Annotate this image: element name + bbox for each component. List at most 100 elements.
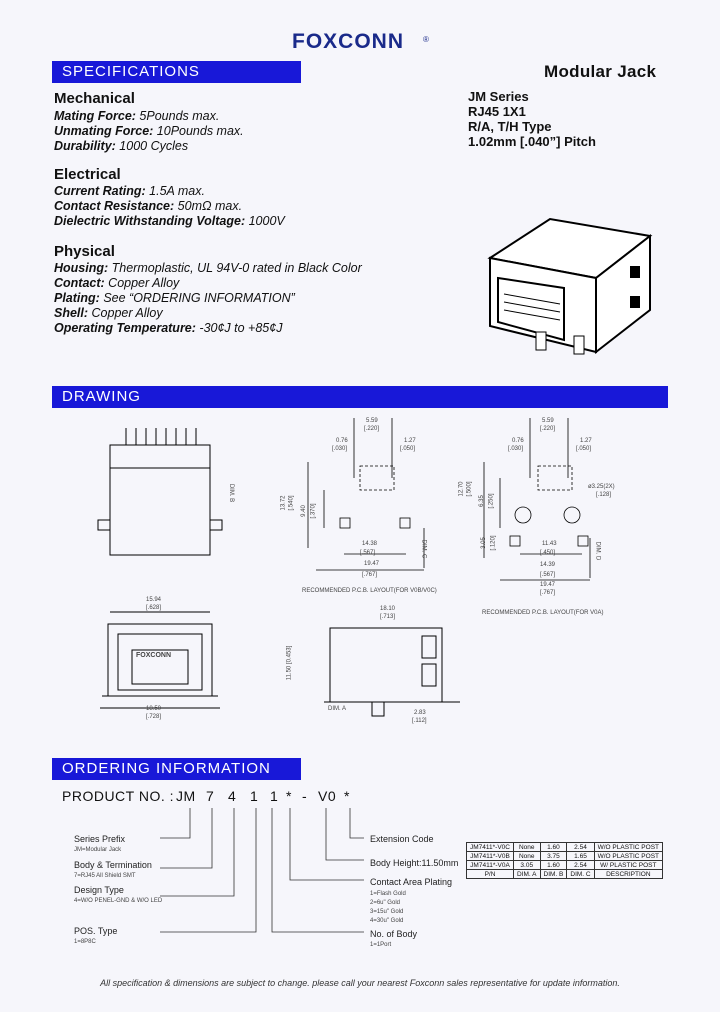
dim-va-030: [.030]	[508, 446, 524, 452]
product-series: JM Series	[468, 89, 529, 104]
side-view-drawing	[97, 428, 223, 556]
dim-va-19-47: 19.47	[540, 582, 556, 588]
dim-b-label: DIM. B	[228, 483, 235, 503]
no-of-body-sub: 1=1Port	[370, 942, 392, 948]
spec-durability: Durability: 1000 Cycles	[54, 139, 189, 153]
dim-2-83: 2.83	[414, 710, 426, 716]
table-cell: 2.54	[566, 842, 595, 852]
dim-va-1-27: 1.27	[580, 438, 592, 444]
series-prefix: Series Prefix	[74, 834, 126, 844]
dim-14-38: 14.38	[362, 541, 378, 547]
body-height: Body Height:11.50mm	[370, 858, 459, 868]
dim-3-25: ø3.25(2X)	[588, 484, 615, 490]
table-header-row: P/N DIM. A DIM. B DIM. C DESCRIPTION	[466, 869, 664, 879]
table-row: JM7411*-V0A 3.05 1.60 2.54 W/ PLASTIC PO…	[466, 860, 664, 870]
side-profile-drawing	[324, 627, 460, 717]
spec-plating: Plating: See “ORDERING INFORMATION”	[54, 291, 295, 305]
table-cell: 2.54	[566, 860, 595, 870]
plating-opt-1: 1=Flash Gold	[370, 891, 406, 897]
table-header: DIM. C	[566, 869, 595, 879]
pos-type: POS. Type	[74, 926, 118, 936]
pn-part-height: V0	[318, 788, 337, 804]
table-cell: W/O PLASTIC POST	[593, 842, 664, 852]
physical-heading: Physical	[54, 243, 115, 260]
table-cell: None	[512, 842, 541, 852]
ordering-leader-lines	[160, 808, 364, 933]
footer-disclaimer: All specification & dimensions are subje…	[100, 978, 620, 988]
dim-120: [.120]	[490, 535, 497, 551]
pn-part-plating: *	[286, 788, 292, 804]
dim-767: [.767]	[362, 572, 378, 578]
spec-contact-resistance: Contact Resistance: 50mΩ max.	[54, 199, 243, 213]
pn-part-pos: 1	[250, 788, 259, 804]
pos-type-sub: 1=8P8C	[74, 939, 96, 945]
front-logo: FOXCONN	[136, 652, 171, 659]
drawing-bar: DRAWING	[52, 386, 668, 408]
spec-operating-temp: Operating Temperature: -30¢J to +85¢J	[54, 321, 283, 335]
dim-128: [.128]	[596, 492, 612, 498]
spec-shell: Shell: Copper Alloy	[54, 306, 163, 320]
dim-450: [.450]	[540, 550, 556, 556]
product-title: Modular Jack	[544, 62, 657, 81]
spec-contact: Contact: Copper Alloy	[54, 276, 180, 290]
dim-220: [.220]	[364, 426, 380, 432]
spec-housing: Housing: Thermoplastic, UL 94V-0 rated i…	[54, 261, 362, 275]
table-header: DESCRIPTION	[593, 869, 664, 879]
dim-va-567: [.567]	[540, 572, 556, 578]
table-row: JM7411*-V0B None 3.75 1.65 W/O PLASTIC P…	[466, 851, 664, 861]
dim-1-27: 1.27	[404, 438, 416, 444]
dim-112: [.112]	[412, 718, 427, 724]
dim-va-767: [.767]	[540, 590, 556, 596]
contact-area-plating: Contact Area Plating	[370, 877, 453, 887]
table-cell: 1.65	[566, 851, 595, 861]
dim-a-label: DIM. A	[328, 706, 347, 712]
product-pitch: 1.02mm [.040”] Pitch	[468, 134, 596, 149]
table-cell: 3.05	[512, 860, 541, 870]
mechanical-heading: Mechanical	[54, 90, 135, 107]
dim-370: [.370]	[310, 503, 317, 519]
dim-540: [.540]	[288, 495, 295, 511]
dim-18-50: 18.50	[146, 706, 162, 712]
table-cell: JM7411*-V0A	[466, 860, 514, 870]
dim-500: [.500]	[466, 481, 473, 497]
dim-713: [.713]	[380, 614, 396, 620]
dim-va-0-76: 0.76	[512, 438, 524, 444]
pcb-layout-vbvc-caption: RECOMMENDED P.C.B. LAYOUT(FOR V0B/V0C)	[302, 588, 437, 594]
electrical-heading: Electrical	[54, 166, 121, 183]
specifications-bar: SPECIFICATIONS	[52, 61, 301, 83]
dim-18-10: 18.10	[380, 606, 396, 612]
design-type-sub: 4=W/O PENEL-GND & W/O LED	[74, 898, 163, 904]
table-cell: JM7411*-V0C	[466, 842, 514, 852]
spec-current-rating: Current Rating: 1.5A max.	[54, 184, 205, 198]
table-cell: 1.60	[539, 860, 568, 870]
pn-part-body: 7	[206, 788, 215, 804]
extension-code: Extension Code	[370, 834, 434, 844]
modular-jack-image	[487, 217, 653, 355]
plating-opt-3: 3=15u" Gold	[370, 909, 404, 915]
dim-728: [.728]	[146, 714, 162, 720]
table-header: DIM. B	[539, 869, 568, 879]
dim-9-40: 9.40	[300, 505, 307, 517]
spec-mating-force: Mating Force: 5Pounds max.	[54, 109, 220, 123]
dim-13-72: 13.72	[280, 495, 287, 511]
dim-d-label: DIM. D	[594, 541, 601, 561]
pcb-layout-vbvc	[307, 418, 425, 571]
product-type: RJ45 1X1	[468, 104, 526, 119]
dim-5-59: 5.59	[366, 418, 378, 424]
dim-050: [.050]	[400, 446, 416, 452]
body-termination-sub: 7=RJ45 All Shield SMT	[74, 873, 136, 879]
dim-va-220: [.220]	[540, 426, 556, 432]
dim-11-50: 11.50 [0.453]	[286, 645, 293, 681]
table-cell: 1.60	[539, 842, 568, 852]
spec-dielectric: Dielectric Withstanding Voltage: 1000V	[54, 214, 285, 228]
dim-11-43: 11.43	[542, 541, 557, 547]
table-cell: 3.75	[539, 851, 568, 861]
dim-19-47: 19.47	[364, 561, 380, 567]
dim-12-70: 12.70	[458, 481, 465, 497]
table-cell: None	[512, 851, 541, 861]
dim-va-050: [.050]	[576, 446, 592, 452]
pn-part-ext: *	[344, 788, 350, 804]
registered-mark: ®	[423, 35, 429, 44]
dim-va-5-59: 5.59	[542, 418, 554, 424]
dim-628: [.628]	[146, 605, 162, 611]
